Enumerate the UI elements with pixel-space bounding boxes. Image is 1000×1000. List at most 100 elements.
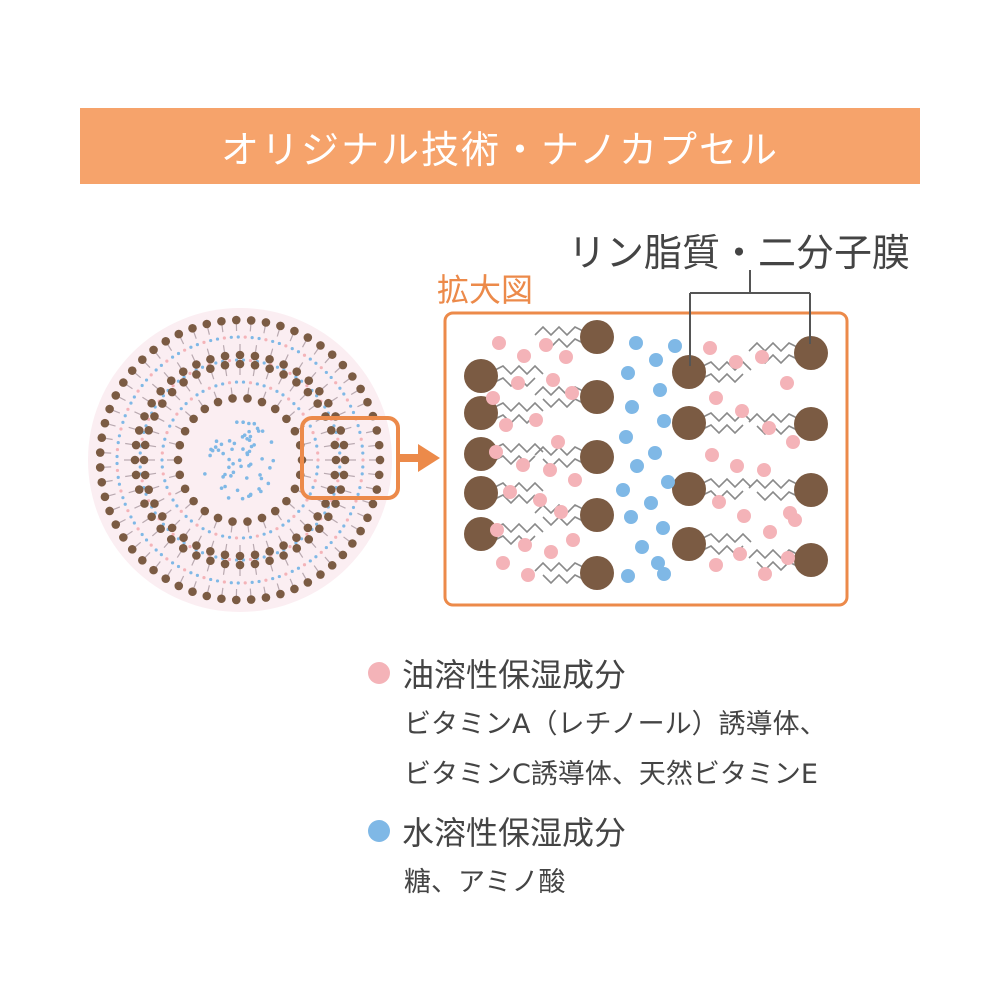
legend-oil-line-1: ビタミンA（レチノール）誘導体、 — [404, 700, 928, 750]
oil-soluble-molecule — [735, 404, 749, 418]
molecule-dot — [316, 458, 319, 461]
molecule-dot — [360, 438, 363, 441]
lipid-head — [149, 346, 158, 355]
water-soluble-molecule — [657, 567, 671, 581]
molecule-dot — [177, 565, 180, 568]
lipid-head — [189, 415, 198, 424]
molecule-dot — [330, 541, 333, 544]
molecule-dot — [221, 382, 224, 385]
molecule-dot — [183, 349, 186, 352]
lipid-head — [214, 514, 223, 523]
water-molecule — [260, 457, 264, 461]
molecule-dot — [189, 571, 192, 574]
lipid-head — [217, 594, 226, 603]
molecule-dot — [196, 574, 199, 577]
lipid-head — [221, 352, 230, 361]
oil-soluble-molecule — [733, 547, 747, 561]
molecule-dot — [249, 558, 252, 561]
lipid-head — [464, 359, 498, 393]
molecule-dot — [208, 530, 211, 533]
molecule-dot — [352, 411, 355, 414]
lipid-head — [206, 355, 215, 364]
lipid-head — [373, 426, 382, 435]
molecule-dot — [338, 387, 341, 390]
molecule-dot — [275, 527, 278, 530]
bilayer-label: リン脂質・二分子膜 — [568, 222, 910, 277]
oil-soluble-molecule — [486, 391, 500, 405]
lipid-head — [228, 517, 237, 526]
molecule-dot — [141, 533, 144, 536]
lipid-head — [340, 471, 349, 480]
molecule-dot — [201, 527, 204, 530]
molecule-dot — [278, 575, 281, 578]
molecule-dot — [361, 451, 364, 454]
molecule-dot — [175, 413, 178, 416]
molecule-dot — [287, 519, 290, 522]
oil-soluble-molecule — [521, 568, 535, 582]
molecule-dot — [124, 503, 127, 506]
water-soluble-molecule — [635, 540, 649, 554]
oil-soluble-molecule — [503, 485, 517, 499]
molecule-dot — [256, 534, 259, 537]
lipid-head — [202, 592, 211, 601]
lipid-head — [304, 376, 313, 385]
water-molecule — [235, 420, 239, 424]
molecule-dot — [201, 551, 204, 554]
lipid-head — [119, 378, 128, 387]
lipid-head — [672, 527, 706, 561]
molecule-dot — [303, 354, 306, 357]
oil-soluble-molecule — [492, 336, 506, 350]
molecule-dot — [242, 380, 245, 383]
water-molecule — [248, 450, 252, 454]
magnify-arrow — [400, 444, 440, 472]
lipid-head — [232, 316, 241, 325]
molecule-dot — [281, 523, 284, 526]
molecule-dot — [360, 479, 363, 482]
molecule-dot — [171, 356, 174, 359]
water-molecule — [249, 435, 253, 439]
lipid-head — [265, 556, 274, 565]
molecule-dot — [155, 368, 158, 371]
molecule-dot — [237, 335, 240, 338]
molecule-dot — [264, 338, 267, 341]
water-molecule — [227, 458, 231, 462]
molecule-dot — [242, 536, 245, 539]
legend-oil-soluble: 油溶性保湿成分 ビタミンA（レチノール）誘導体、 ビタミンC誘導体、天然ビタミン… — [368, 650, 928, 800]
lipid-head — [251, 352, 260, 361]
molecule-dot — [361, 472, 364, 475]
lipid-head — [188, 587, 197, 596]
molecule-dot — [223, 336, 226, 339]
molecule-dot — [357, 493, 360, 496]
molecule-dot — [263, 384, 266, 387]
lipid-head — [149, 566, 158, 575]
water-molecule — [223, 485, 227, 489]
lipid-head — [304, 333, 313, 342]
oil-soluble-molecule — [565, 386, 579, 400]
molecule-dot — [165, 431, 168, 434]
molecule-dot — [230, 581, 233, 584]
lipid-head — [292, 378, 301, 387]
molecule-dot — [311, 431, 314, 434]
molecule-dot — [163, 479, 166, 482]
lipid-head — [356, 527, 365, 536]
lipid-head — [265, 364, 274, 373]
water-molecule — [203, 472, 207, 476]
lipid-head — [232, 596, 241, 605]
molecule-dot — [309, 357, 312, 360]
molecule-dot — [195, 523, 198, 526]
water-soluble-molecule — [625, 400, 639, 414]
lipid-head — [181, 427, 190, 436]
molecule-dot — [133, 395, 136, 398]
molecule-dot — [216, 337, 219, 340]
molecule-dot — [311, 486, 314, 489]
lipid-head — [327, 426, 336, 435]
water-molecule — [209, 448, 213, 452]
lipid-head — [580, 556, 614, 590]
lipid-head — [315, 524, 324, 533]
molecule-dot — [214, 555, 217, 558]
lipid-head — [336, 426, 345, 435]
lipid-head — [179, 378, 188, 387]
lipid-head — [279, 370, 288, 379]
lipid-head — [247, 595, 256, 604]
molecule-dot — [320, 366, 323, 369]
